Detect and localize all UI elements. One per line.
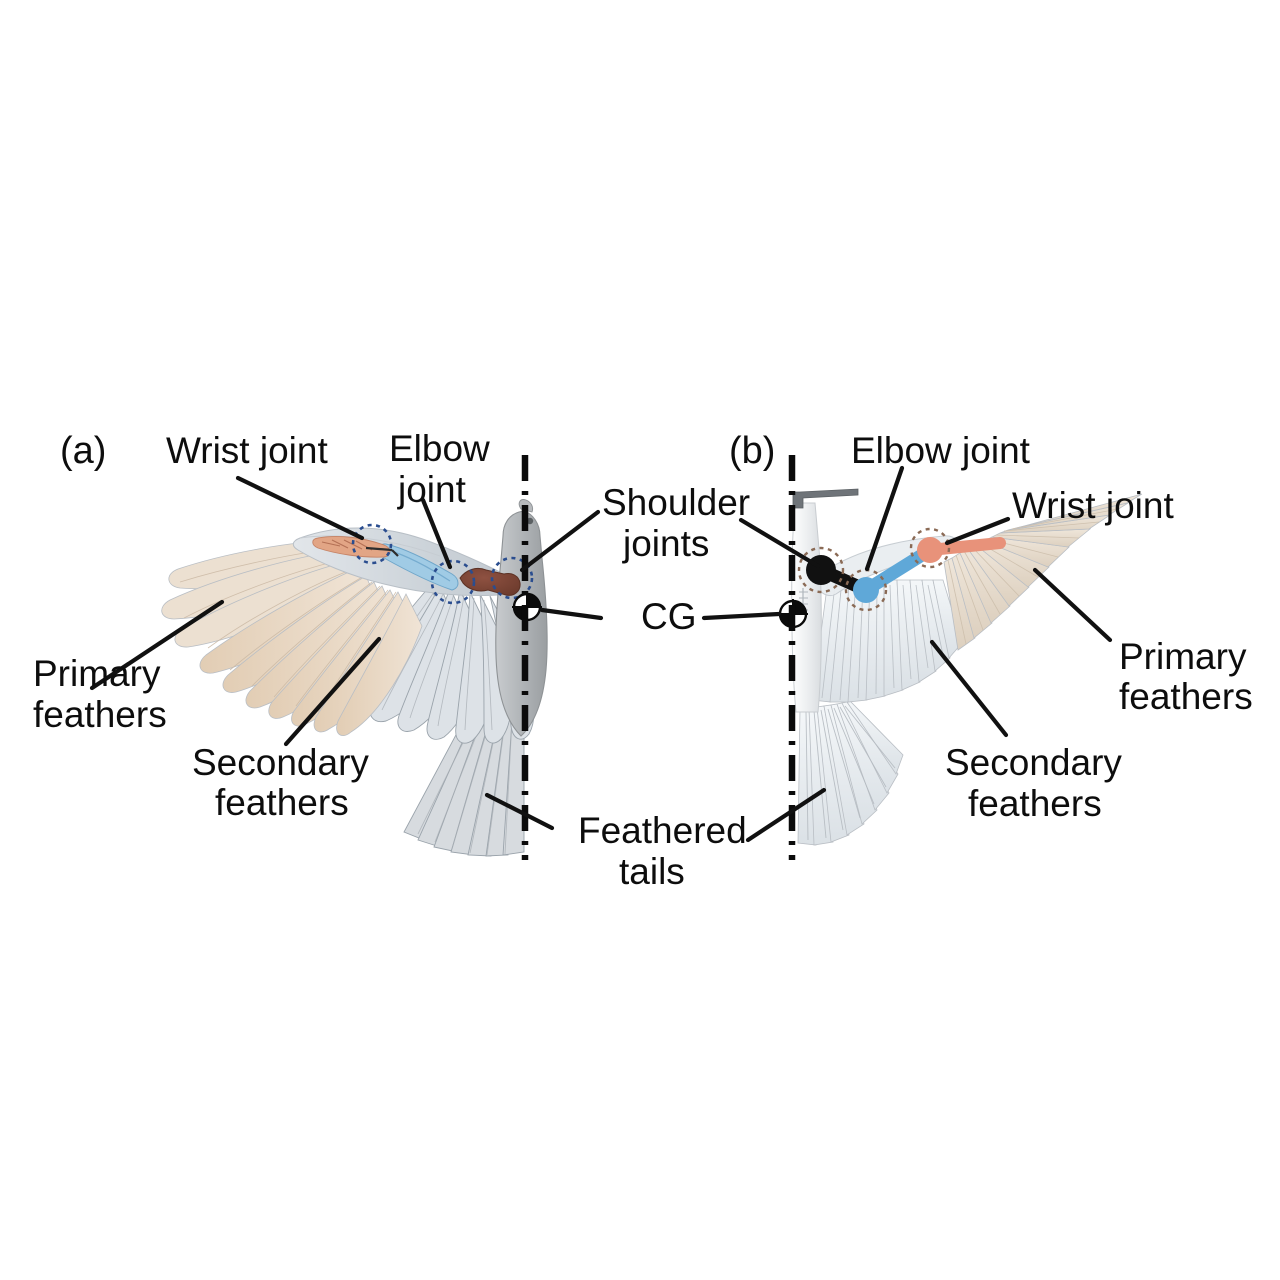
label-primary-feathers-left-line1: Primary	[33, 653, 161, 694]
leader-shoulder-joints-right	[738, 517, 821, 569]
leader-cg-right	[701, 611, 782, 621]
label-shoulder-joints-line2: joints	[622, 523, 709, 564]
label-primary-feathers-left-line2: feathers	[33, 694, 167, 735]
label-feathered-tails-line1: Feathered	[578, 810, 747, 851]
shoulder-joint-marker-a	[490, 556, 534, 600]
shoulder-joint-marker-b	[797, 546, 845, 594]
leader-wrist-joint-right	[944, 516, 1011, 546]
label-wrist-joint-left: Wrist joint	[166, 430, 328, 471]
panel-a-illustration	[161, 455, 548, 860]
leader-shoulder-joints-left	[519, 509, 601, 573]
elbow-joint-marker-a	[430, 559, 476, 605]
primary-feathers-a	[161, 539, 423, 736]
label-elbow-joint-left-line1: Elbow	[389, 428, 490, 469]
label-elbow-joint-right: Elbow joint	[851, 430, 1031, 471]
leader-wrist-joint-left	[235, 475, 365, 541]
label-primary-feathers-right-line1: Primary	[1119, 636, 1247, 677]
bird-eye	[526, 517, 534, 525]
robot-linkage-b	[806, 537, 1006, 603]
leader-cg-left	[539, 607, 604, 621]
label-wrist-joint-right: Wrist joint	[1012, 485, 1174, 526]
panel-b-tag: (b)	[729, 430, 775, 472]
primary-feathers-b	[943, 493, 1143, 651]
leader-secondary-feathers-left	[283, 636, 382, 747]
feathered-tail-b	[797, 700, 904, 846]
leader-elbow-joint-right	[864, 465, 905, 572]
wrist-joint-marker-a	[351, 523, 393, 565]
panel-a-tag: (a)	[60, 430, 106, 472]
text-labels: (a) Wrist joint Elbow joint Shoulder joi…	[33, 428, 1253, 892]
label-cg: CG	[641, 596, 697, 637]
secondary-feathers-b	[811, 579, 963, 703]
leader-secondary-feathers-right	[929, 639, 1009, 738]
label-secondary-feathers-right-line1: Secondary	[945, 742, 1122, 783]
leader-primary-feathers-left	[89, 599, 225, 691]
leader-feathered-tails-left	[484, 792, 555, 831]
label-shoulder-joints-line1: Shoulder	[602, 482, 750, 523]
label-secondary-feathers-left-line1: Secondary	[192, 742, 369, 783]
leader-feathered-tails-right	[745, 787, 827, 843]
leader-primary-feathers-right	[1032, 567, 1113, 643]
label-elbow-joint-left-line2: joint	[397, 469, 467, 510]
label-feathered-tails-line2: tails	[619, 851, 685, 892]
leader-lines	[89, 465, 1113, 843]
label-secondary-feathers-left-line2: feathers	[215, 782, 349, 823]
bird-skeleton-a	[312, 536, 521, 596]
wrist-joint-marker-b	[909, 527, 951, 569]
antenna-boom-b	[792, 488, 859, 509]
label-primary-feathers-right-line2: feathers	[1119, 676, 1253, 717]
leader-elbow-joint-left	[420, 497, 453, 570]
label-secondary-feathers-right-line2: feathers	[968, 783, 1102, 824]
